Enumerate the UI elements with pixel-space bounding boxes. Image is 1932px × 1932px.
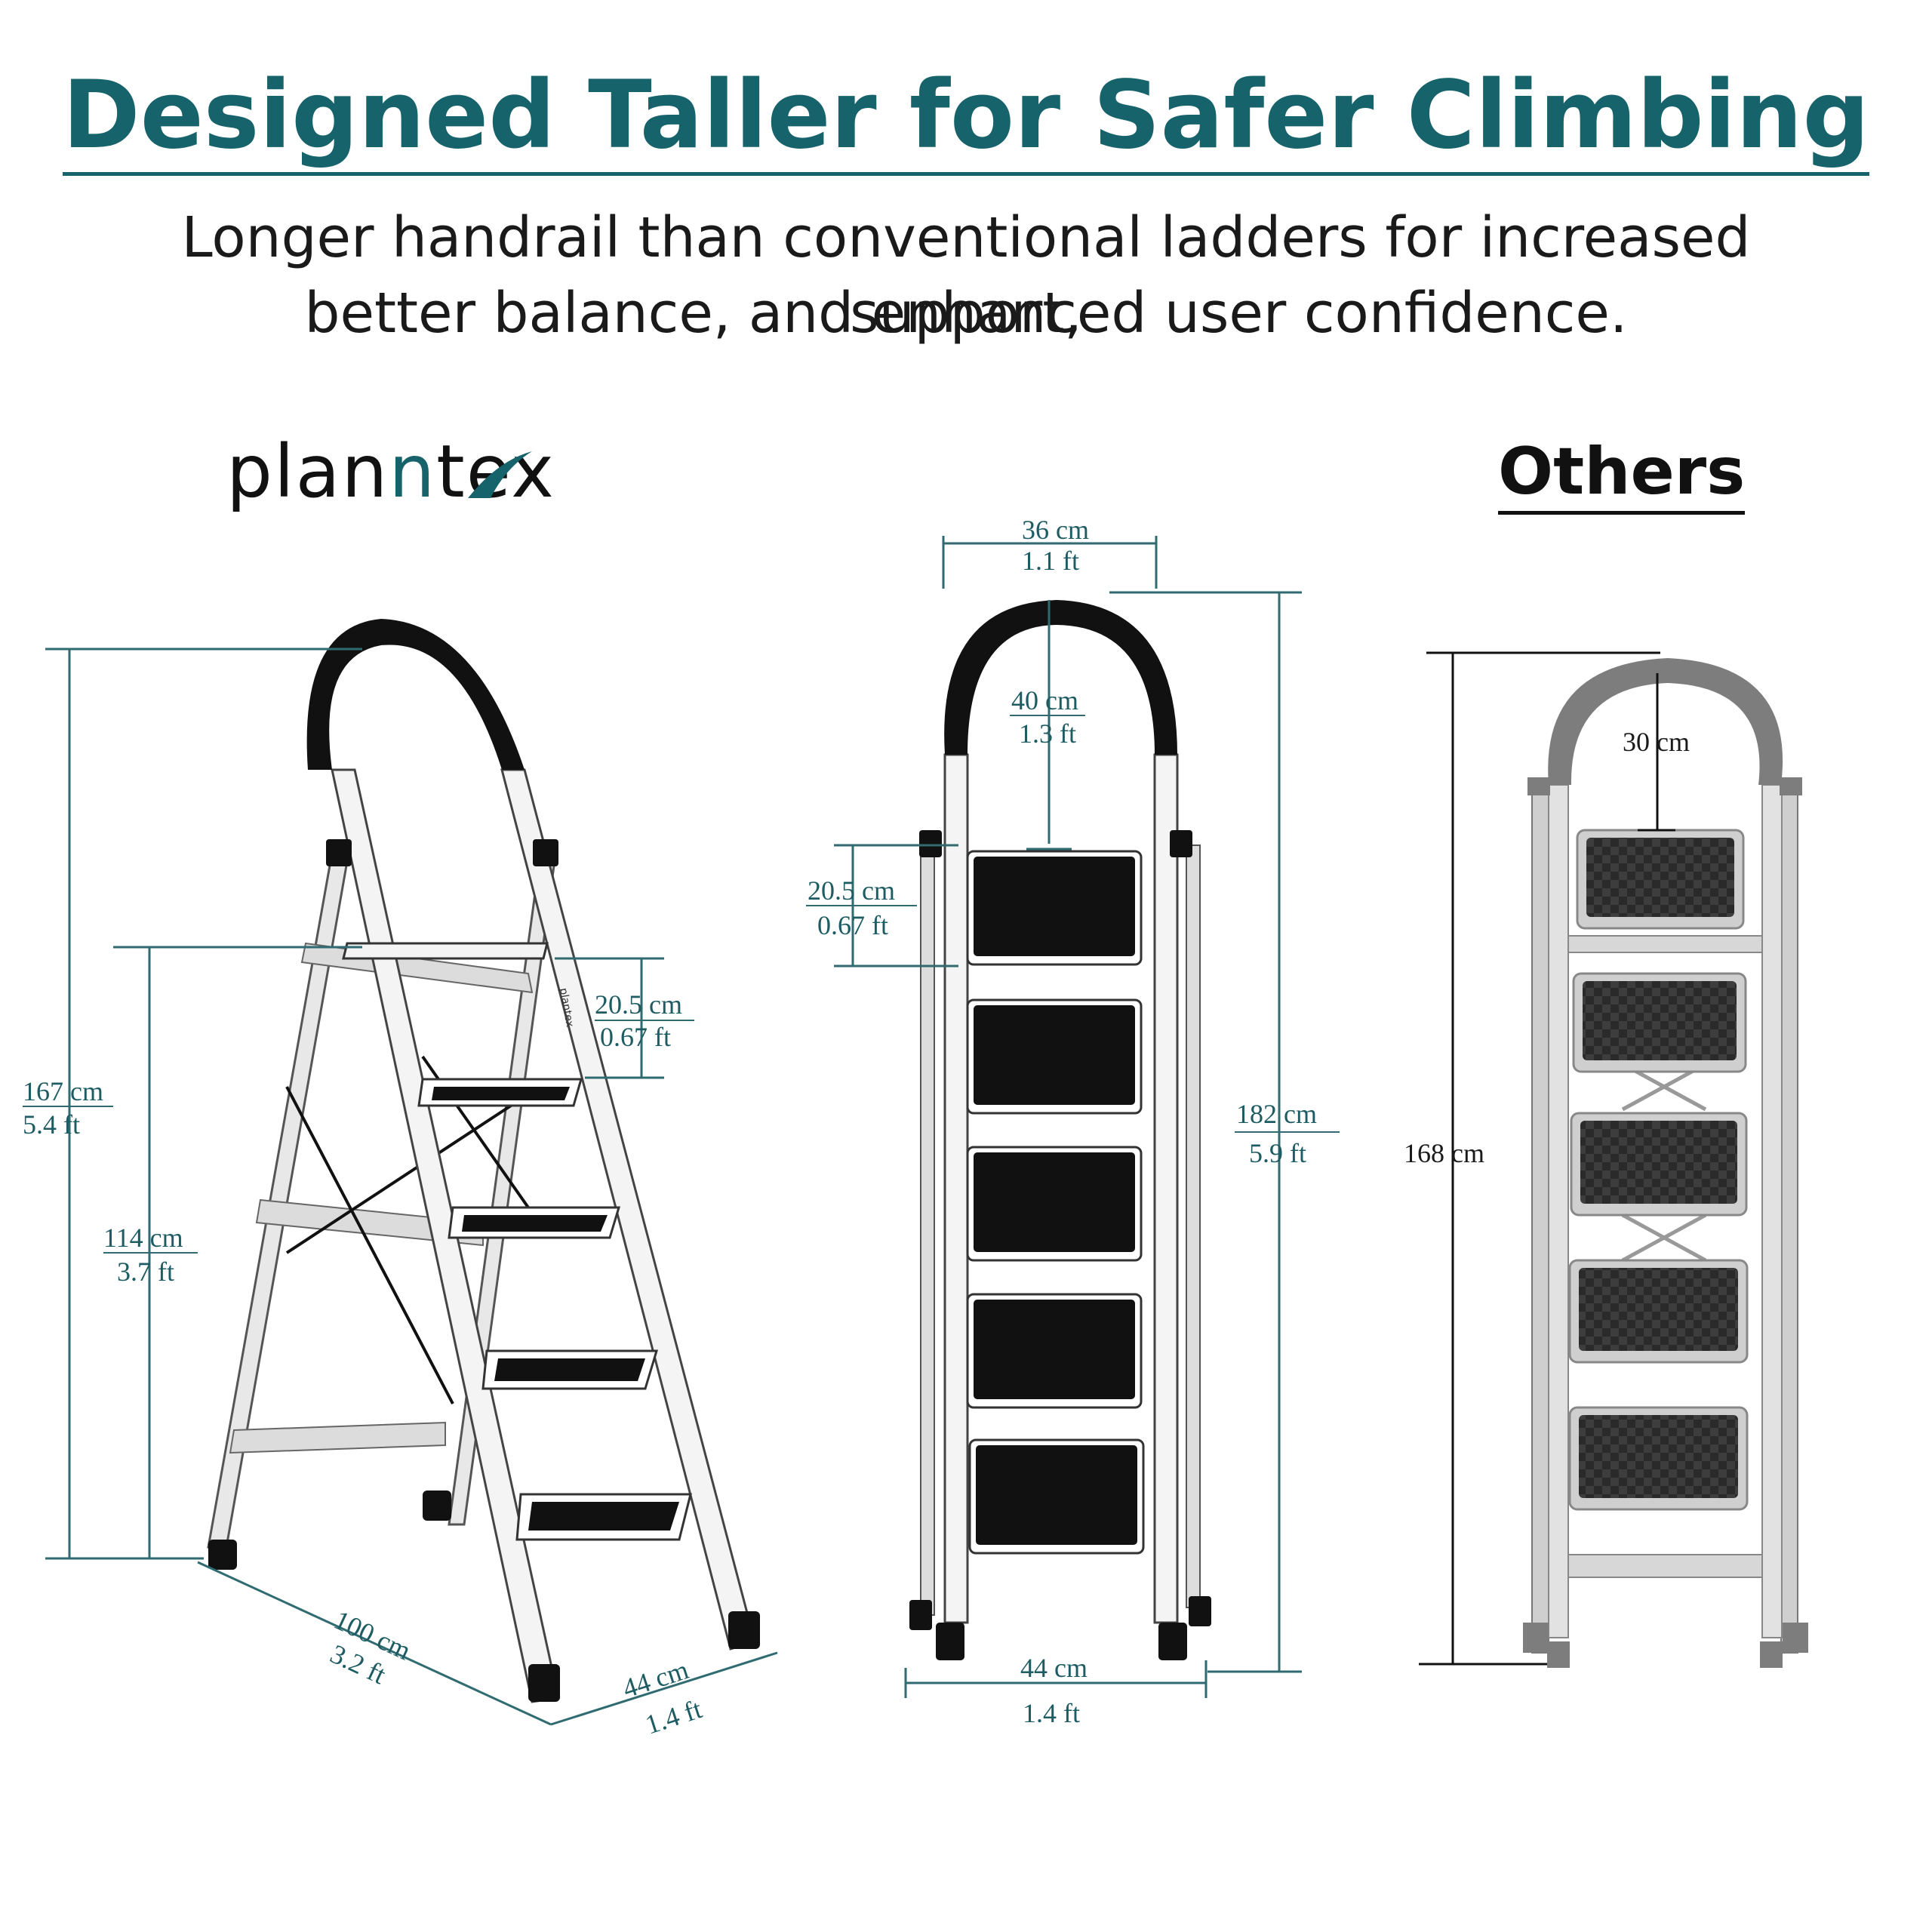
front-bottom-width-cm: 44 cm [1020, 1653, 1088, 1683]
front-step-ft: 0.67 ft [817, 910, 888, 940]
subtitle-line-1: Longer handrail than conventional ladder… [181, 205, 1751, 346]
side-view-ladder: plantex [207, 619, 760, 1703]
front-height-ft: 5.9 ft [1249, 1138, 1306, 1168]
headline-text: Designed Taller for Safer Climbing [62, 59, 1870, 176]
others-dimensions [1419, 651, 1675, 1666]
logo-swoosh [468, 451, 532, 498]
side-width-ft: 1.4 ft [641, 1694, 706, 1740]
subtitle-line-2: better balance, and enhanced user confid… [304, 281, 1628, 346]
side-view-dimensions [45, 648, 778, 1726]
side-step-cm: 20.5 cm [595, 989, 682, 1020]
front-top-width-ft: 1.1 ft [1022, 546, 1079, 576]
front-handrail-cm: 40 cm [1011, 685, 1078, 715]
headline: Designed Taller for Safer Climbing [0, 59, 1932, 176]
side-platform-ft: 3.7 ft [117, 1257, 174, 1287]
plantex-logo: planntex [226, 430, 555, 513]
others-height-cm: 168 cm [1404, 1138, 1484, 1168]
side-height-cm: 167 cm [23, 1076, 103, 1106]
logo-part-plan: plan [226, 429, 389, 514]
front-step-cm: 20.5 cm [808, 875, 895, 906]
side-width-cm: 44 cm [619, 1654, 692, 1704]
others-ladder [1523, 658, 1808, 1668]
front-bottom-width-ft: 1.4 ft [1023, 1698, 1080, 1728]
front-top-width-cm: 36 cm [1022, 515, 1089, 545]
front-height-cm: 182 cm [1236, 1099, 1317, 1129]
front-view-ladder [909, 600, 1211, 1660]
side-height-ft: 5.4 ft [23, 1109, 80, 1140]
side-platform-cm: 114 cm [103, 1223, 183, 1253]
others-handrail-cm: 30 cm [1623, 727, 1690, 757]
side-step-ft: 0.67 ft [600, 1022, 671, 1052]
front-handrail-ft: 1.3 ft [1019, 718, 1076, 749]
others-label: Others [1498, 434, 1746, 515]
logo-part-n: n [389, 429, 437, 514]
